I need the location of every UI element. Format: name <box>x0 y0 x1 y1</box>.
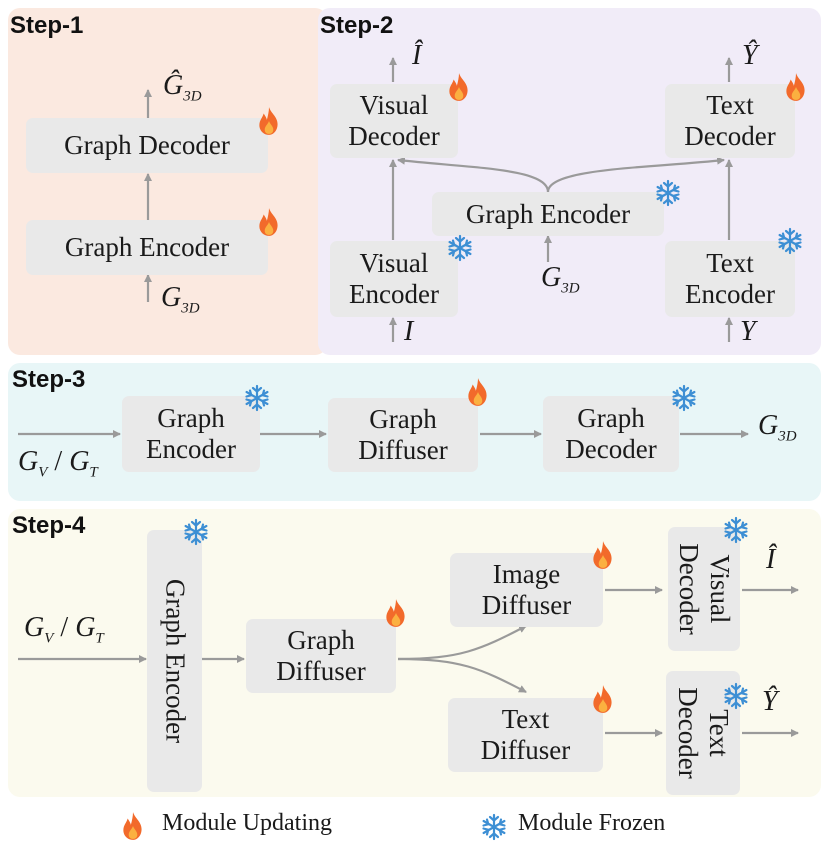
s2-input-text: Y <box>740 316 756 347</box>
s2-input-g3d: G3D <box>541 262 580 297</box>
step1-panel <box>8 8 327 355</box>
s1-graph-decoder: Graph Decoder <box>26 118 268 173</box>
s3-output-g3d: G3D <box>758 410 797 445</box>
fire-icon <box>386 599 405 627</box>
s2-visual-decoder: Visual Decoder <box>330 84 458 158</box>
s3-graph-encoder: Graph Encoder <box>122 396 260 472</box>
snowflake-icon <box>656 179 680 207</box>
s4-out-image: Î <box>766 544 776 575</box>
s3-graph-diffuser: Graph Diffuser <box>328 398 478 472</box>
s3-input-gv-gt: GV / GT <box>18 446 98 481</box>
s4-visual-decoder-label: Visual Decoder <box>674 543 735 635</box>
fire-icon <box>468 378 487 406</box>
snowflake-icon <box>724 516 748 544</box>
step1-title: Step-1 <box>10 12 84 39</box>
fire-icon <box>259 107 278 135</box>
s4-graph-encoder-label: Graph Encoder <box>160 578 190 744</box>
s4-out-text: Ŷ <box>762 686 778 717</box>
step2-title: Step-2 <box>320 12 394 39</box>
legend-updating-label: Module Updating <box>162 810 332 836</box>
s4-visual-decoder: Visual Decoder <box>668 527 740 651</box>
s1-input-g3d: G3D <box>161 282 200 317</box>
s2-text-decoder: Text Decoder <box>665 84 795 158</box>
legend-frozen-label: Module Frozen <box>518 810 666 836</box>
s4-graph-diffuser: Graph Diffuser <box>246 619 396 693</box>
legend-snowflake-icon <box>482 813 506 841</box>
s2-out-image: Î <box>412 40 422 71</box>
fire-icon <box>786 73 805 101</box>
snowflake-icon <box>184 518 208 546</box>
s1-output-g3d: Ĝ3D <box>163 70 202 105</box>
snowflake-icon <box>724 682 748 710</box>
step3-title: Step-3 <box>12 366 86 393</box>
s4-graph-encoder: Graph Encoder <box>147 530 202 792</box>
s4-input-gv-gt: GV / GT <box>24 612 104 647</box>
s4-text-diffuser: Text Diffuser <box>448 698 603 772</box>
fire-icon <box>593 541 612 569</box>
s1-graph-encoder: Graph Encoder <box>26 220 268 275</box>
legend-fire-icon <box>123 812 142 840</box>
fire-icon <box>259 208 278 236</box>
snowflake-icon <box>448 234 472 262</box>
s3-graph-decoder: Graph Decoder <box>543 396 679 472</box>
snowflake-icon <box>245 384 269 412</box>
s2-visual-encoder: Visual Encoder <box>330 241 458 317</box>
s2-graph-encoder: Graph Encoder <box>432 192 664 236</box>
fire-icon <box>593 685 612 713</box>
s2-input-image: I <box>404 316 414 347</box>
s2-text-encoder: Text Encoder <box>665 241 795 317</box>
snowflake-icon <box>672 384 696 412</box>
step4-title: Step-4 <box>12 512 86 539</box>
s2-out-text: Ŷ <box>742 40 758 71</box>
snowflake-icon <box>778 227 802 255</box>
s4-image-diffuser: Image Diffuser <box>450 553 603 627</box>
fire-icon <box>449 73 468 101</box>
